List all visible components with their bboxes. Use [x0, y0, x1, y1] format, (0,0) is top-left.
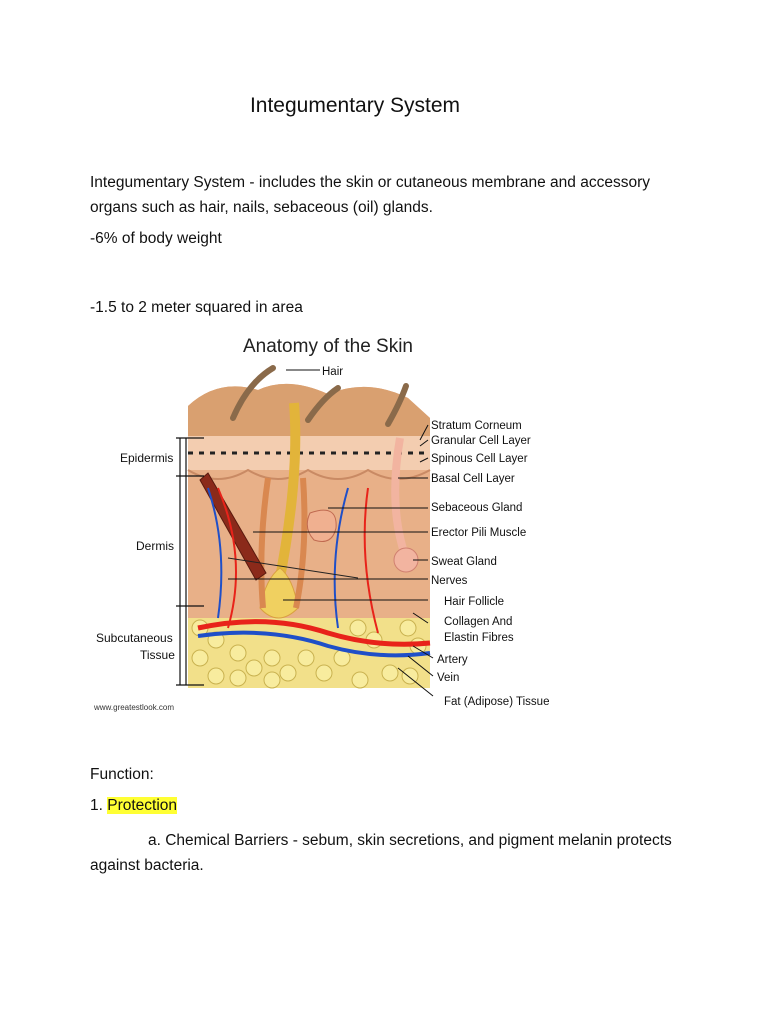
- basal-layer-line: [187, 468, 431, 480]
- fact-area: -1.5 to 2 meter squared in area: [90, 299, 303, 316]
- label-erector: Erector Pili Muscle: [431, 527, 526, 539]
- label-stratum-corneum: Stratum Corneum: [431, 420, 522, 432]
- label-artery: Artery: [437, 654, 468, 666]
- function-heading: Function:: [90, 766, 154, 783]
- hairs: [230, 365, 409, 427]
- label-granular: Granular Cell Layer: [431, 435, 531, 447]
- function-1-number: 1.: [90, 797, 103, 814]
- label-follicle: Hair Follicle: [444, 596, 504, 608]
- hair-shaft: [273, 402, 301, 589]
- label-collagen: Collagen And: [444, 616, 512, 628]
- layer-brackets: [176, 437, 204, 686]
- figure-credit: www.greatestlook.com: [93, 703, 174, 712]
- sebaceous-gland: [306, 509, 337, 542]
- function-1a-paragraph: a. Chemical Barriers - sebum, skin secre…: [90, 832, 672, 874]
- label-dermis: Dermis: [136, 539, 174, 553]
- nerve-line: [227, 557, 359, 579]
- hair-bulb: [259, 567, 299, 619]
- capillaries-red: [217, 487, 379, 634]
- skin-surface: [188, 383, 430, 436]
- function-1-label-highlighted: Protection: [107, 797, 178, 814]
- label-elastin: Elastin Fibres: [444, 632, 514, 644]
- fact-body-weight: -6% of body weight: [90, 230, 222, 247]
- page-title: Integumentary System: [249, 94, 461, 117]
- erector-pili-muscle: [199, 472, 267, 581]
- label-fat: Fat (Adipose) Tissue: [444, 696, 549, 708]
- intro-paragraph: Integumentary System - includes the skin…: [90, 174, 650, 216]
- hair-follicle: [258, 477, 308, 609]
- sweat-duct: [391, 437, 410, 560]
- artery-vessel: [197, 619, 431, 647]
- skin-diagram: Anatomy of the Skin: [93, 336, 549, 712]
- label-epidermis: Epidermis: [120, 451, 173, 465]
- skin-anatomy-figure: Anatomy of the Skin: [88, 328, 558, 718]
- leader-lines: [228, 369, 434, 697]
- label-hair: Hair: [322, 366, 343, 378]
- label-tissue: Tissue: [140, 648, 175, 662]
- label-sweat: Sweat Gland: [431, 556, 497, 568]
- label-basal: Basal Cell Layer: [431, 473, 515, 485]
- label-spinous: Spinous Cell Layer: [431, 453, 528, 465]
- label-sebaceous: Sebaceous Gland: [431, 502, 522, 514]
- function-item-1: 1. Protection: [90, 793, 690, 818]
- capillaries-blue: [207, 487, 349, 629]
- label-subcutaneous: Subcutaneous: [96, 631, 173, 645]
- figure-title: Anatomy of the Skin: [243, 336, 413, 357]
- label-vein: Vein: [437, 672, 459, 684]
- label-nerves: Nerves: [431, 575, 468, 587]
- vein-vessel: [197, 630, 431, 658]
